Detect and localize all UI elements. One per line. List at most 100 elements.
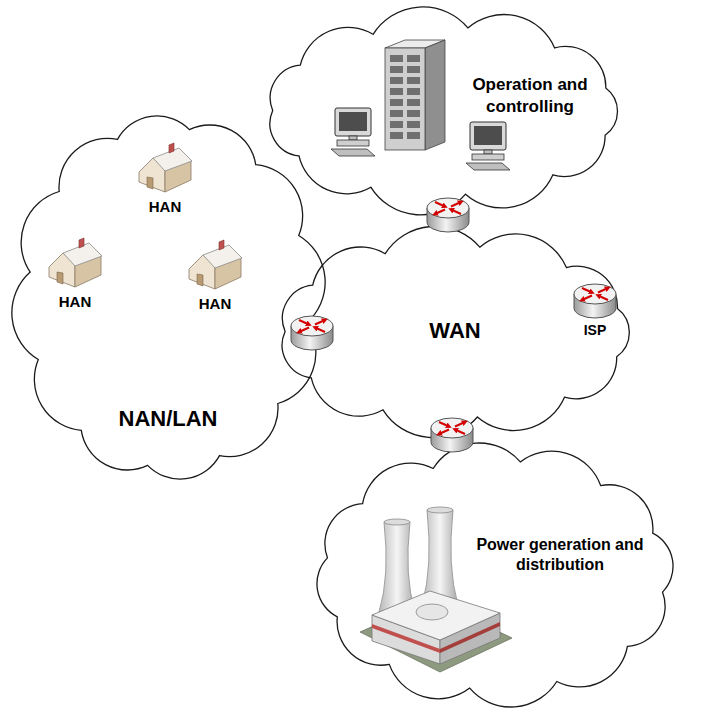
plant-roof bbox=[372, 591, 500, 640]
computer-icon bbox=[331, 108, 375, 156]
home-label: HAN bbox=[45, 292, 105, 311]
cooling-tower bbox=[422, 510, 458, 605]
cloud-path bbox=[282, 226, 629, 437]
server-window bbox=[390, 110, 403, 117]
server-building bbox=[385, 40, 445, 150]
house-wall bbox=[215, 257, 241, 289]
router-shape bbox=[570, 282, 620, 322]
house-gable bbox=[189, 255, 215, 289]
router-icon bbox=[574, 284, 616, 318]
cloud-region: Power generation and distribution bbox=[298, 432, 692, 718]
server-window bbox=[390, 77, 403, 84]
computer-icon bbox=[466, 122, 510, 170]
router-node: ISP bbox=[570, 282, 620, 344]
server-window bbox=[407, 110, 420, 117]
server-window bbox=[407, 88, 420, 95]
router-top bbox=[431, 418, 473, 438]
cloud-outline bbox=[298, 432, 692, 718]
cloud-path bbox=[270, 7, 618, 215]
router-arrow bbox=[439, 422, 449, 427]
screen bbox=[474, 126, 502, 145]
house-roof bbox=[63, 243, 102, 266]
house-door bbox=[197, 274, 203, 286]
house-icon bbox=[49, 238, 102, 287]
home-label: HAN bbox=[135, 197, 195, 216]
monitor bbox=[335, 108, 371, 136]
server-window bbox=[407, 121, 420, 128]
screen bbox=[339, 112, 367, 131]
reactor-dome bbox=[416, 604, 448, 620]
house-chimney bbox=[79, 238, 84, 248]
server-window bbox=[390, 121, 403, 128]
server-window bbox=[390, 55, 403, 62]
monitor-stand bbox=[349, 136, 357, 140]
region-label: WAN bbox=[400, 317, 510, 345]
router-body bbox=[291, 326, 333, 350]
router-icon bbox=[291, 316, 333, 350]
house-shape bbox=[185, 237, 245, 292]
computer-base bbox=[472, 154, 504, 160]
server-side bbox=[425, 40, 445, 150]
house-wall bbox=[75, 255, 101, 287]
computer-base bbox=[337, 140, 369, 146]
cloud-outline bbox=[245, 6, 640, 216]
server-front bbox=[385, 48, 425, 150]
plant-ground bbox=[360, 600, 512, 672]
cloud-region: WAN ISP bbox=[262, 222, 647, 442]
house-wall bbox=[165, 160, 191, 192]
router-body bbox=[431, 428, 473, 452]
router-arrow bbox=[435, 202, 445, 207]
router-top bbox=[574, 284, 616, 304]
plant-stripe bbox=[372, 624, 440, 653]
power-plant bbox=[360, 507, 512, 672]
router-arrow bbox=[455, 430, 465, 435]
house-shape bbox=[135, 140, 195, 195]
router-arrow bbox=[315, 320, 325, 325]
house-door bbox=[147, 177, 153, 189]
home-network: HAN bbox=[45, 235, 105, 311]
house-icon bbox=[189, 240, 242, 289]
house-door bbox=[57, 272, 63, 284]
server-top bbox=[385, 40, 445, 48]
plant-left-face bbox=[372, 615, 440, 664]
tower-rim bbox=[427, 507, 453, 513]
server-window bbox=[407, 55, 420, 62]
home-network: HAN bbox=[185, 237, 245, 313]
keyboard bbox=[331, 149, 375, 156]
plant-right-face bbox=[440, 613, 500, 664]
router-top bbox=[427, 198, 469, 218]
keyboard bbox=[466, 163, 510, 170]
server-window bbox=[407, 99, 420, 106]
house-roof bbox=[153, 148, 192, 171]
router-icon bbox=[431, 418, 473, 452]
house-chimney bbox=[219, 240, 224, 250]
home-label: HAN bbox=[185, 294, 245, 313]
router-arrow bbox=[598, 296, 608, 301]
region-label: NAN/LAN bbox=[108, 405, 228, 433]
cooling-tower bbox=[379, 522, 415, 612]
router-arrow bbox=[299, 320, 309, 325]
router-top bbox=[291, 316, 333, 336]
monitor bbox=[470, 122, 506, 150]
server-window bbox=[407, 132, 420, 139]
cloud-region: NAN/LAN HAN HAN HAN bbox=[2, 100, 335, 495]
router-arrow bbox=[582, 288, 592, 293]
router-arrow bbox=[455, 422, 465, 427]
router-arrow bbox=[451, 210, 461, 215]
server-window bbox=[390, 99, 403, 106]
monitor-stand bbox=[484, 150, 492, 154]
house-gable bbox=[139, 158, 165, 192]
cloud-region: Operation and controlling bbox=[245, 6, 640, 216]
router-arrow bbox=[582, 296, 592, 301]
plant-stripe bbox=[440, 622, 500, 653]
house-shape bbox=[45, 235, 105, 290]
house-icon bbox=[139, 143, 192, 192]
server-window bbox=[407, 77, 420, 84]
server-window bbox=[390, 88, 403, 95]
router-arrow bbox=[598, 288, 608, 293]
cloud-outline bbox=[2, 100, 335, 495]
router-arrow bbox=[439, 430, 449, 435]
router-body bbox=[427, 208, 469, 232]
server-window bbox=[407, 66, 420, 73]
